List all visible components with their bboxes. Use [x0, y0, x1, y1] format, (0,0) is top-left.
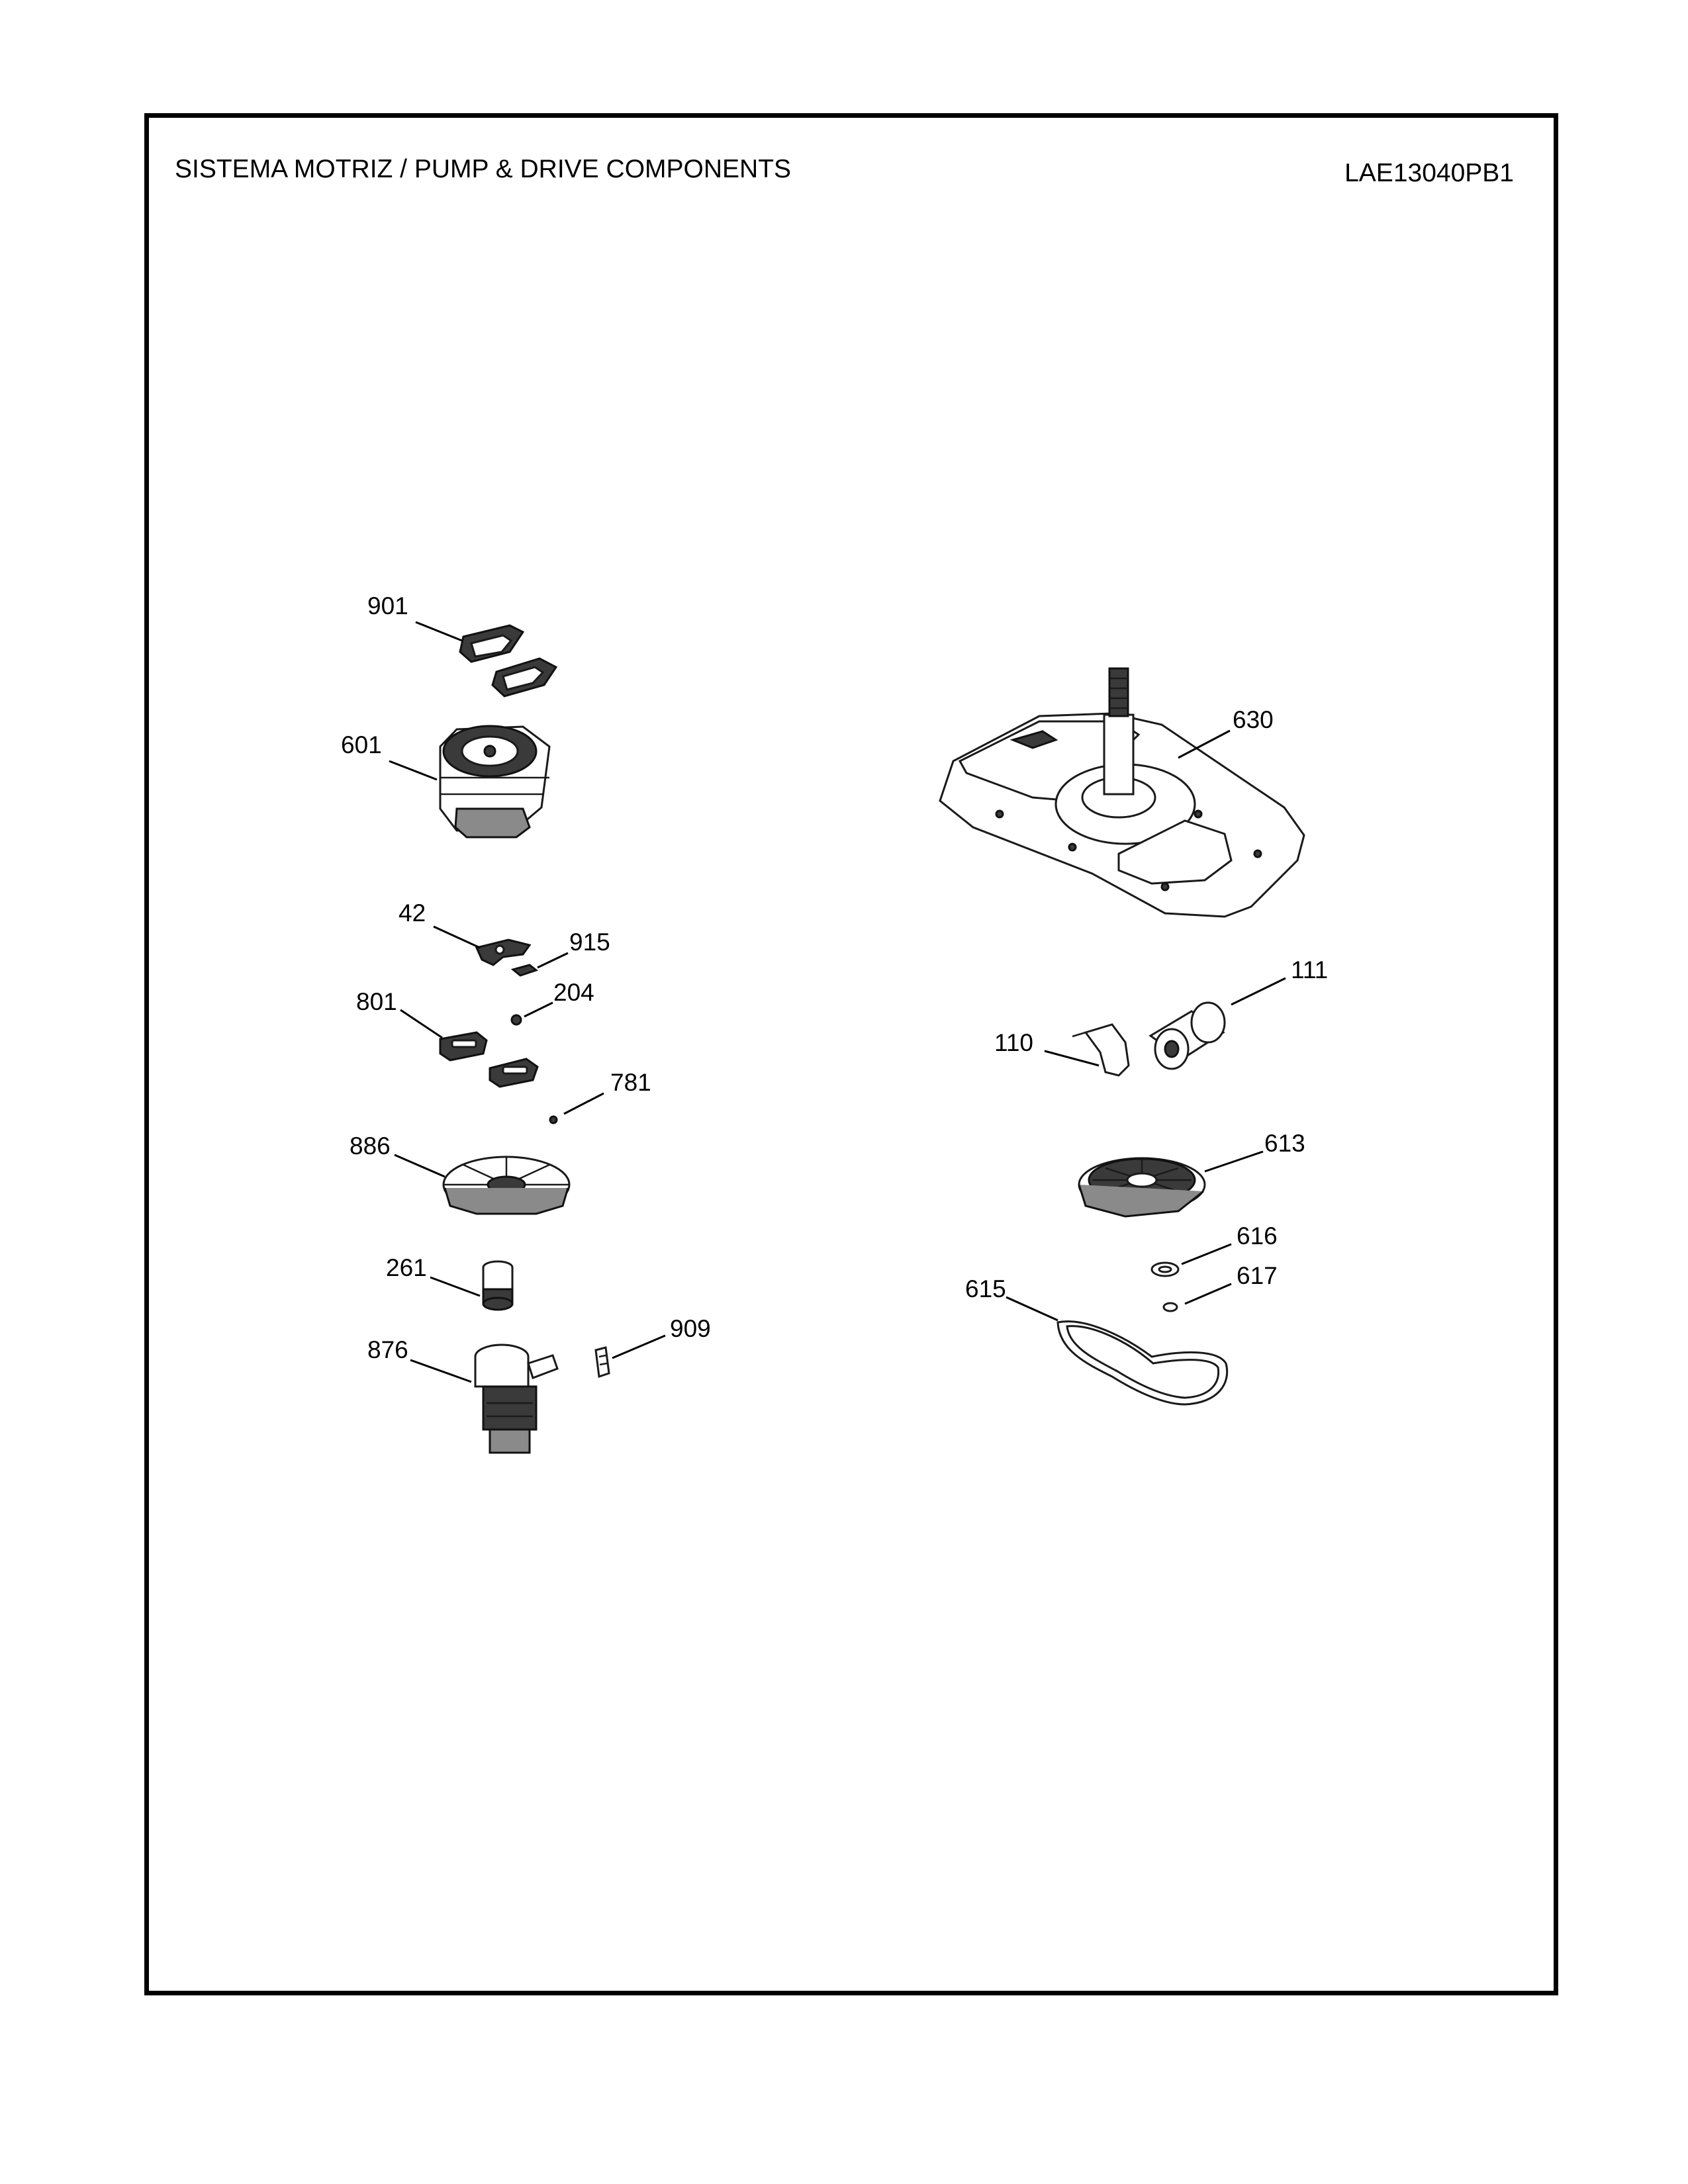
leader-630	[1178, 729, 1231, 759]
leader-886	[394, 1154, 445, 1178]
callout-909: 909	[670, 1315, 711, 1342]
callout-42: 42	[399, 899, 426, 927]
leader-261	[430, 1276, 481, 1297]
part-601-motor[interactable]	[439, 725, 551, 839]
callout-111: 111	[1291, 956, 1328, 983]
callout-915: 915	[569, 929, 610, 956]
leader-613	[1204, 1150, 1264, 1173]
leader-42	[433, 925, 481, 949]
part-886-fan[interactable]	[442, 1156, 571, 1215]
leader-616	[1181, 1243, 1232, 1265]
callout-616: 616	[1237, 1222, 1278, 1250]
part-615-belt[interactable]	[1056, 1320, 1229, 1406]
callout-901: 901	[367, 592, 408, 619]
callout-617: 617	[1237, 1262, 1278, 1289]
page-title: SISTEMA MOTRIZ / PUMP & DRIVE COMPONENTS	[175, 155, 792, 183]
leader-801	[400, 1009, 443, 1039]
part-617-nut[interactable]	[1162, 1302, 1178, 1312]
leader-781	[563, 1092, 604, 1115]
leader-111	[1231, 977, 1286, 1006]
callout-110: 110	[994, 1029, 1033, 1056]
callout-876: 876	[367, 1336, 408, 1363]
callout-886: 886	[350, 1132, 391, 1160]
part-616-washer[interactable]	[1150, 1261, 1180, 1277]
callout-781: 781	[610, 1069, 651, 1096]
part-261-filter[interactable]	[482, 1260, 514, 1311]
part-42-actuator[interactable]	[475, 938, 532, 966]
part-630-transmission-base[interactable]	[939, 667, 1305, 918]
leader-617	[1184, 1283, 1232, 1305]
leader-615	[1006, 1296, 1058, 1322]
leader-909	[612, 1334, 666, 1359]
part-111-capacitor[interactable]	[1149, 1001, 1226, 1070]
callout-613: 613	[1264, 1130, 1305, 1157]
part-801-switch[interactable]	[439, 1031, 539, 1088]
leader-601	[389, 760, 438, 781]
callout-261: 261	[386, 1254, 427, 1281]
part-909-clip[interactable]	[594, 1346, 610, 1379]
leader-110	[1044, 1050, 1100, 1067]
part-876-drain-pump[interactable]	[474, 1343, 559, 1454]
part-915-bracket[interactable]	[510, 964, 539, 977]
leader-901	[415, 621, 463, 642]
part-901-motor-clamps[interactable]	[459, 624, 558, 698]
part-110-capacitor-strap[interactable]	[1072, 1023, 1130, 1077]
part-613-pulley[interactable]	[1078, 1157, 1206, 1218]
callout-630: 630	[1233, 706, 1274, 733]
callout-204: 204	[553, 979, 594, 1006]
part-781-bead[interactable]	[549, 1115, 558, 1124]
part-204-screw[interactable]	[510, 1014, 522, 1026]
model-number: LAE13040PB1	[1344, 159, 1514, 187]
leader-876	[410, 1359, 472, 1383]
drawing-frame	[144, 113, 1558, 1995]
callout-801: 801	[356, 988, 397, 1015]
leader-915	[537, 952, 569, 969]
callout-601: 601	[341, 731, 382, 758]
callout-615: 615	[965, 1275, 1006, 1302]
leader-204	[524, 1001, 553, 1018]
